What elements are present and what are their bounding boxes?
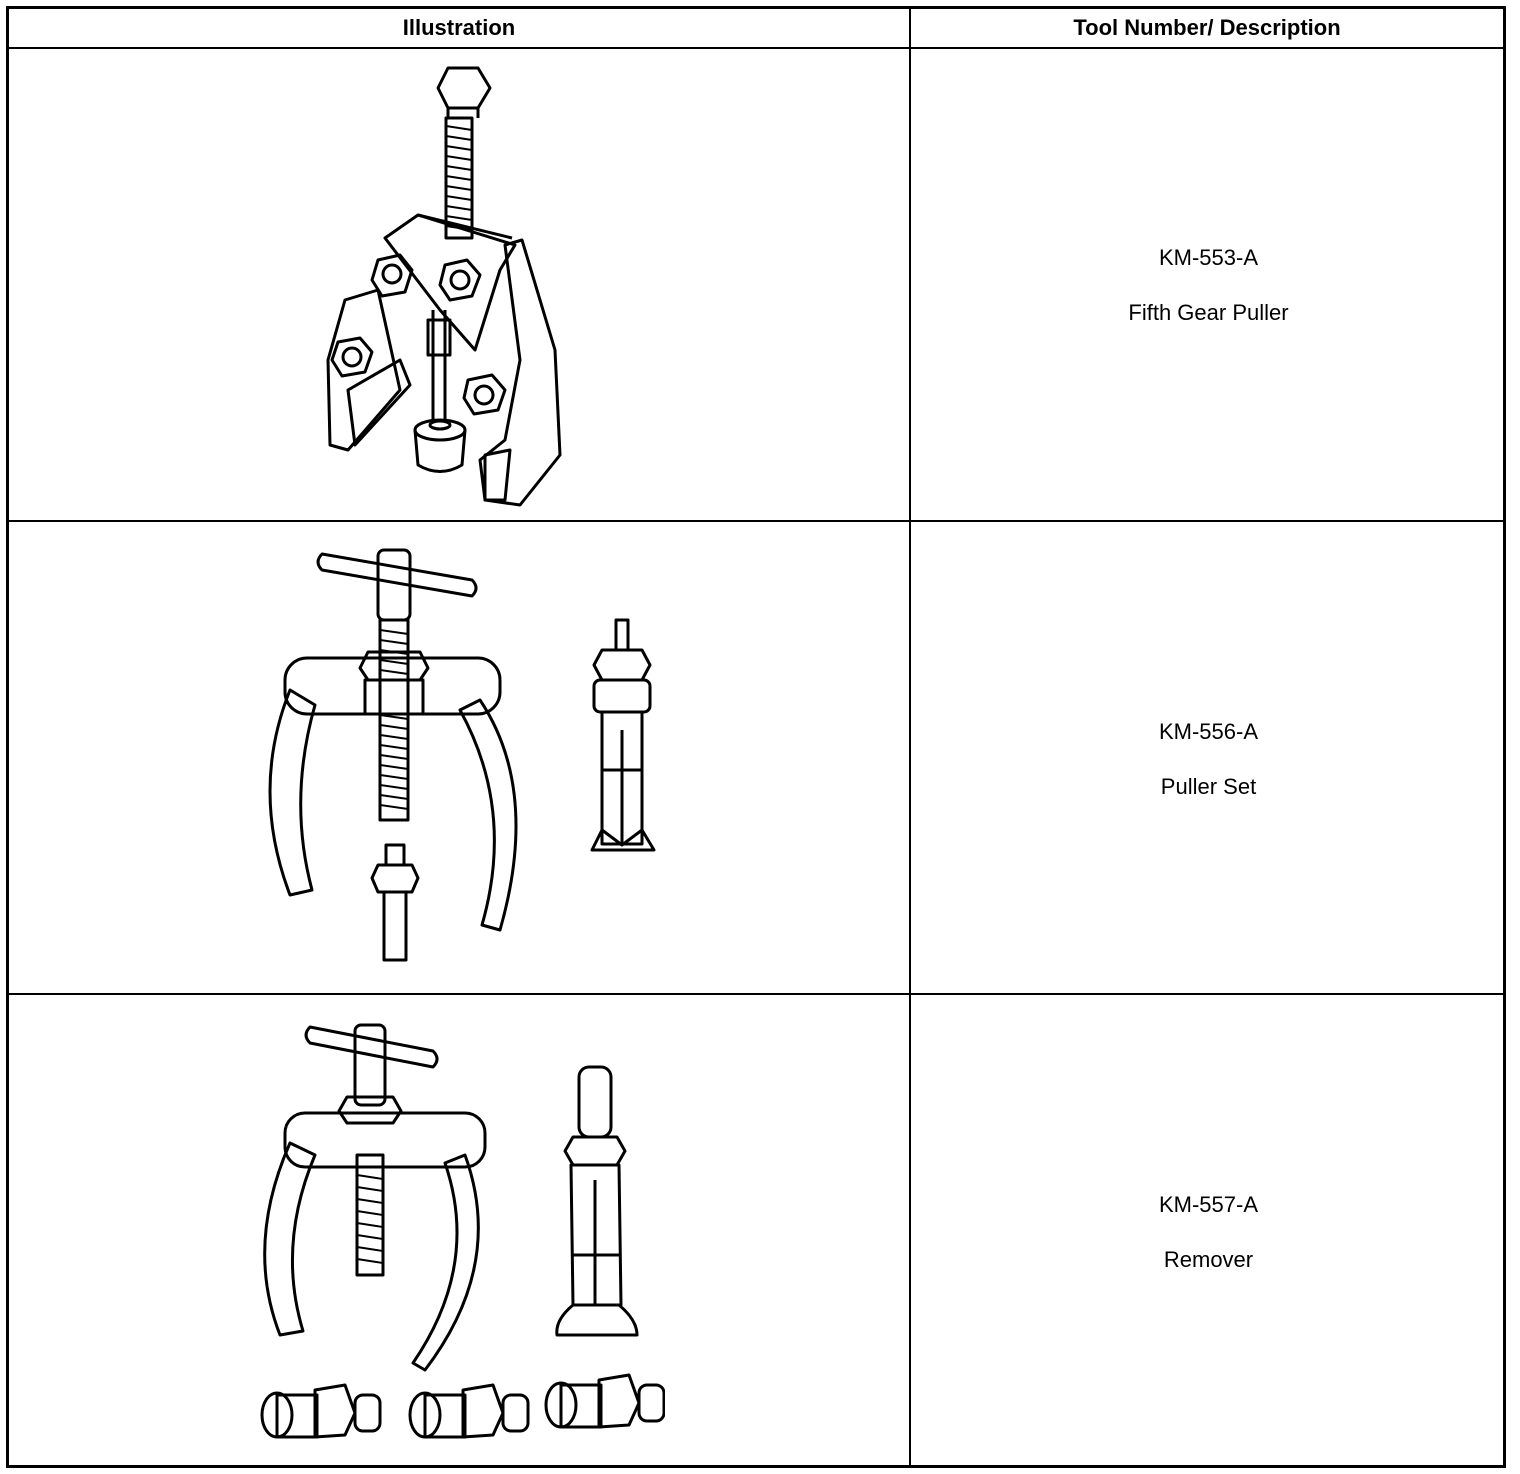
tool-description: Remover <box>1163 1247 1254 1272</box>
puller-set-icon <box>260 540 670 970</box>
tool-table <box>6 6 1506 1468</box>
row-divider <box>6 993 1506 995</box>
tool-description-row3: KM-557-A Remover <box>911 1191 1506 1301</box>
header-divider <box>6 47 1506 49</box>
column-divider <box>909 6 911 1468</box>
header-tool-number: Tool Number/ Description <box>1073 15 1341 40</box>
tool-description: Puller Set <box>1160 774 1257 799</box>
tool-description-row1: KM-553-A Fifth Gear Puller <box>911 244 1506 354</box>
tool-description: Fifth Gear Puller <box>1128 300 1289 325</box>
remover-icon <box>255 1015 665 1450</box>
tool-number: KM-557-A <box>1158 1192 1259 1217</box>
fifth-gear-puller-icon <box>300 60 580 515</box>
row-divider <box>6 520 1506 522</box>
tool-number: KM-553-A <box>1158 245 1259 270</box>
tool-number: KM-556-A <box>1158 719 1259 744</box>
header-illustration: Illustration <box>402 15 516 40</box>
tool-description-row2: KM-556-A Puller Set <box>911 718 1506 828</box>
